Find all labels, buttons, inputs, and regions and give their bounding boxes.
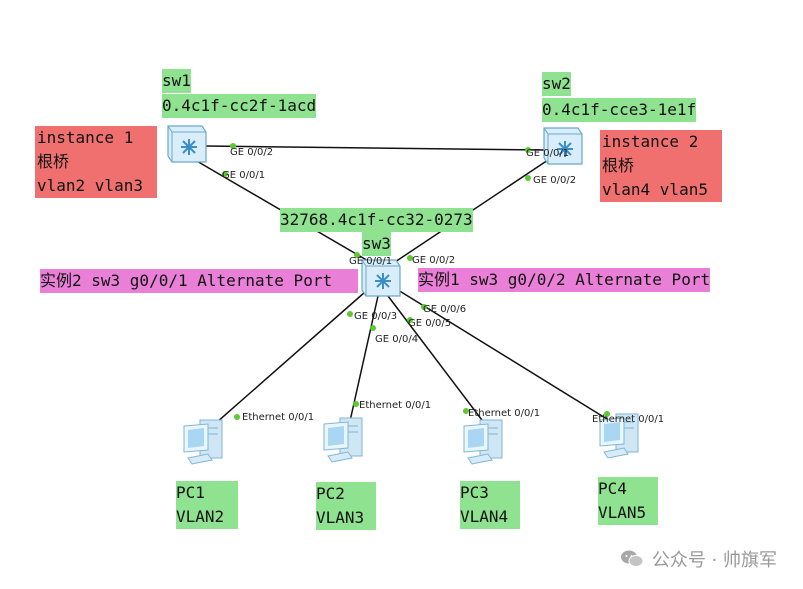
port-dot	[525, 175, 531, 181]
sw2-switch-icon[interactable]	[543, 127, 583, 165]
wechat-icon	[620, 550, 644, 567]
port-dot	[421, 304, 427, 310]
sw2-name-label: sw2	[542, 72, 571, 96]
port-dot	[354, 252, 360, 258]
port-dot	[370, 325, 376, 331]
port-dot	[347, 311, 353, 317]
sw1-port-g2-label: GE 0/0/2	[230, 147, 274, 158]
pc4-port-label: Ethernet 0/0/1	[592, 414, 665, 425]
sw1-instance-label: instance 1	[37, 128, 134, 147]
port-dot	[222, 171, 228, 177]
sw2-mac-label: 0.4c1f-cce3-1e1f	[542, 98, 697, 122]
sw2-vlans-label: vlan4 vlan5	[602, 180, 708, 199]
pc1-port-label: Ethernet 0/0/1	[242, 412, 315, 423]
port-dot	[525, 147, 531, 153]
link-sw1-sw2	[204, 145, 546, 151]
port-dot	[353, 401, 359, 407]
pc1-vlan: VLAN2	[176, 507, 225, 526]
port-dot	[604, 411, 610, 417]
watermark: 公众号 · 帅旗军	[620, 546, 777, 572]
link-sw3-pc3	[387, 295, 489, 429]
sw3-switch-icon[interactable]	[361, 259, 401, 297]
watermark-text: 公众号 · 帅旗军	[651, 550, 777, 571]
sw2-port-g1-label: GE 0/0/1	[526, 148, 570, 159]
link-sw3-pc2	[347, 295, 379, 431]
sw1-mac-label: 0.4c1f-cc2f-1acd	[162, 94, 317, 118]
sw3-port-g5-label: GE 0/0/5	[408, 318, 452, 329]
pc4-label-box: PC4 VLAN5	[598, 477, 658, 525]
pc2-name: PC2	[316, 484, 345, 503]
sw1-instance-box: instance 1 根桥 vlan2 vlan3	[35, 126, 157, 198]
port-dot	[230, 143, 236, 149]
port-dot	[463, 408, 469, 414]
sw2-role-label: 根桥	[602, 156, 635, 175]
sw3-port-g3-label: GE 0/0/3	[354, 311, 398, 322]
port-dot	[234, 414, 240, 420]
sw3-bridge-id-label: 32768.4c1f-cc32-0273	[280, 208, 473, 232]
pc1-name: PC1	[176, 483, 205, 502]
pc3-label-box: PC3 VLAN4	[460, 481, 520, 529]
sw3-alternate-note-left: 实例2 sw3 g0/0/1 Alternate Port	[40, 269, 358, 293]
sw1-role-label: 根桥	[37, 152, 70, 171]
sw2-port-g2-label: GE 0/0/2	[533, 175, 577, 186]
pc2-computer-icon[interactable]	[323, 417, 363, 463]
link-sw3-pc4	[397, 289, 629, 433]
pc3-vlan: VLAN4	[460, 507, 509, 526]
pc2-label-box: PC2 VLAN3	[316, 482, 376, 530]
pc4-vlan: VLAN5	[598, 503, 647, 522]
sw3-port-g4-label: GE 0/0/4	[375, 334, 419, 345]
pc2-vlan: VLAN3	[316, 508, 365, 527]
sw1-switch-icon[interactable]	[167, 125, 207, 163]
sw3-name-label: sw3	[362, 232, 391, 256]
sw2-instance-box: instance 2 根桥 vlan4 vlan5	[600, 130, 722, 202]
sw3-port-g6-label: GE 0/0/6	[423, 304, 467, 315]
pc3-computer-icon[interactable]	[463, 419, 503, 465]
pc3-name: PC3	[460, 483, 489, 502]
port-dot	[407, 317, 413, 323]
pc1-computer-icon[interactable]	[183, 419, 223, 465]
sw1-port-g1-label: GE 0/0/1	[222, 170, 266, 181]
pc4-computer-icon[interactable]	[599, 413, 639, 459]
sw1-vlans-label: vlan2 vlan3	[37, 176, 143, 195]
pc3-port-label: Ethernet 0/0/1	[468, 408, 541, 419]
port-dot	[407, 255, 413, 261]
pc1-label-box: PC1 VLAN2	[176, 481, 238, 529]
link-sw3-pc1	[207, 291, 366, 431]
pc2-port-label: Ethernet 0/0/1	[359, 400, 432, 411]
sw3-port-g2-label: GE 0/0/2	[412, 255, 456, 266]
pc4-name: PC4	[598, 479, 627, 498]
sw1-name-label: sw1	[162, 69, 191, 93]
sw3-alternate-note-right: 实例1 sw3 g0/0/2 Alternate Port	[418, 268, 711, 292]
sw2-instance-label: instance 2	[602, 132, 699, 151]
sw3-port-g1-label: GE 0/0/1	[349, 256, 393, 267]
